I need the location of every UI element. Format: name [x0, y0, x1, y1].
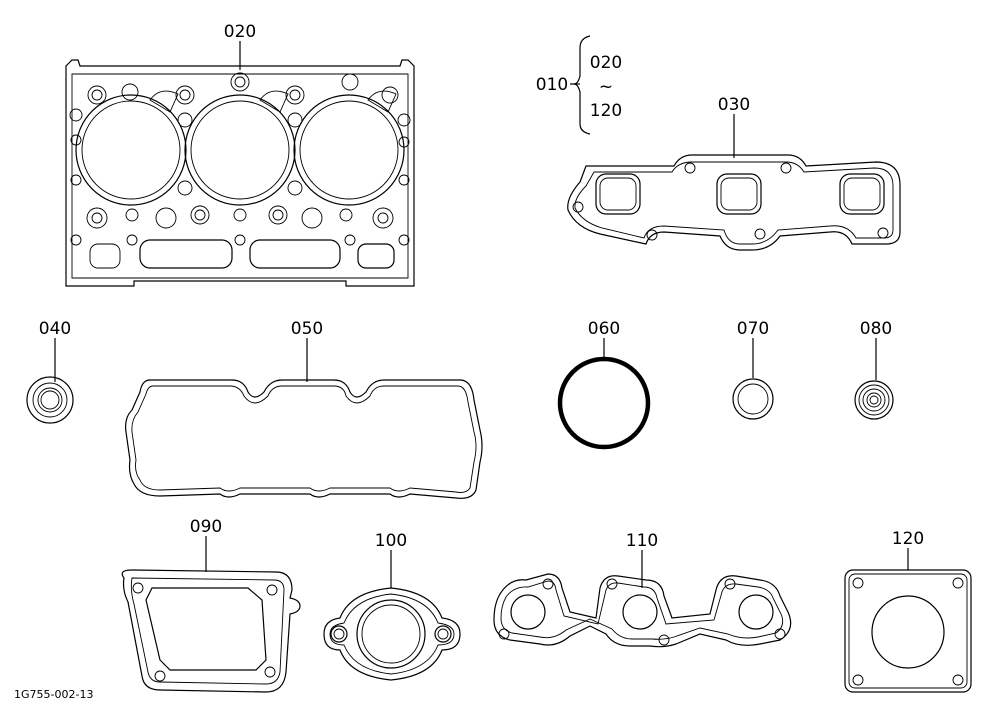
part-070-washer[interactable]: 070 [732, 319, 774, 420]
part-120-opening [871, 595, 945, 669]
part-050-outline [125, 379, 483, 499]
part-020-head-gasket[interactable]: 020 [65, 22, 415, 287]
set-010-range-start: 020 [590, 53, 622, 73]
part-120-outline [844, 569, 972, 693]
part-060-ring [557, 356, 651, 450]
part-090-label: 090 [190, 517, 222, 537]
part-100-inner-edge [329, 593, 455, 675]
part-050-inner-edge [131, 385, 477, 493]
part-040-label: 040 [39, 319, 71, 339]
part-080-label: 080 [860, 319, 892, 339]
part-110-outline [493, 573, 792, 648]
part-070-outer-ring [732, 378, 774, 420]
part-110-intake-gasket[interactable]: 110 [493, 531, 792, 648]
part-100-bolt-hole [330, 625, 348, 643]
part-110-port-1 [510, 594, 546, 630]
part-100-label: 100 [375, 531, 407, 551]
part-030-port-2 [716, 173, 762, 215]
part-080-seal[interactable]: 080 [854, 319, 894, 420]
part-090-outline [121, 569, 301, 693]
part-120-bolt-hole [852, 577, 864, 589]
part-070-label: 070 [737, 319, 769, 339]
part-120-label: 120 [892, 529, 924, 549]
part-120-square-gasket[interactable]: 120 [844, 529, 972, 693]
part-090-bolt-hole [132, 582, 144, 594]
set-010-range-end: 120 [590, 101, 622, 121]
part-030-inner-edge [574, 161, 894, 245]
part-040-seal[interactable]: 040 [26, 319, 74, 424]
part-110-inner-edge [500, 580, 784, 640]
part-020-label: 020 [224, 22, 256, 42]
part-060-label: 060 [588, 319, 620, 339]
part-060-o-ring[interactable]: 060 [557, 319, 651, 450]
part-030-exhaust-gasket[interactable]: 030 [567, 95, 901, 251]
part-080-outer-ring [854, 380, 894, 420]
part-110-label: 110 [626, 531, 658, 551]
set-010-tilde: ~ [599, 77, 613, 97]
part-020-bores [75, 94, 405, 206]
part-100-outline [323, 587, 461, 681]
part-030-port-3 [839, 173, 885, 215]
part-110-bolt-hole [542, 578, 554, 590]
part-110-port-2 [622, 594, 658, 630]
set-010-bracket: 010 020 ~ 120 [536, 35, 622, 135]
part-030-bolt-hole [572, 201, 584, 213]
part-050-label: 050 [291, 319, 323, 339]
part-020-inner-edge [71, 73, 409, 279]
part-090-cover-gasket[interactable]: 090 [121, 517, 301, 693]
part-090-opening [145, 587, 267, 671]
set-010-brace [573, 35, 591, 135]
part-030-port-1 [595, 173, 641, 215]
part-020-water-slots [89, 90, 397, 269]
part-100-flange-gasket[interactable]: 100 [323, 531, 461, 681]
part-100-opening [356, 599, 426, 669]
part-110-port-3 [738, 594, 774, 630]
set-010-label: 010 [536, 75, 568, 95]
part-020-outline [65, 59, 415, 287]
part-030-outline [567, 154, 901, 251]
drawing-id: 1G755-002-13 [14, 688, 93, 701]
part-090-inner-edge [130, 577, 285, 685]
part-040-outer-ring [26, 376, 74, 424]
part-050-cover-gasket[interactable]: 050 [125, 319, 483, 499]
part-020-holes [69, 72, 411, 246]
part-030-label: 030 [718, 95, 750, 115]
